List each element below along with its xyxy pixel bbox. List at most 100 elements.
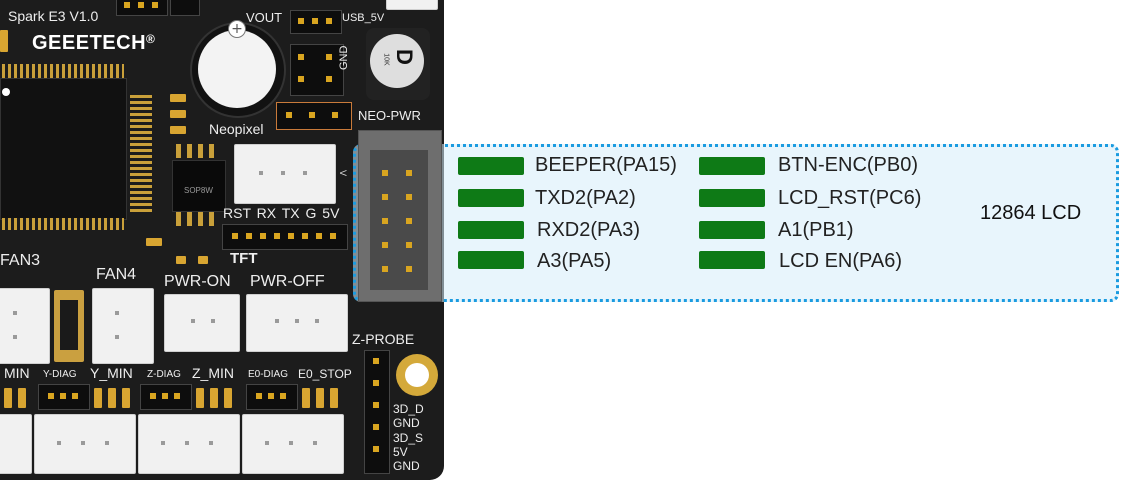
lcd-pin [406,218,412,224]
gnd-header [290,44,344,96]
connector-pin [281,171,285,175]
y-endstop-connector [34,414,136,474]
header-pin [373,402,379,408]
sop8w-pins-bottom [176,212,218,226]
smd-component [170,110,186,118]
header-pin [150,393,156,399]
lcd-pin [382,266,388,272]
lcd-pin [382,242,388,248]
header-pin [298,76,304,82]
smd-component [176,256,186,264]
capacitor-top [370,34,424,88]
lcd-pin [406,194,412,200]
header-pin [268,393,274,399]
header-pin [152,2,158,8]
smd-component [108,388,116,408]
pin-label-beeper: BEEPER(PA15) [535,154,677,176]
header-pin [246,233,252,239]
connector-pin [191,319,195,323]
header-pin [326,76,332,82]
smd-component [196,388,204,408]
top-header-mid [170,0,200,16]
buzzer-top [198,30,276,108]
connector-pin [295,319,299,323]
probe-pin-label: 5V [393,445,408,459]
fan3-label: FAN3 [0,252,41,269]
y-diag-label: Y-DIAG [43,369,77,380]
e0-diag-label: E0-DIAG [248,369,289,380]
smd-component [94,388,102,408]
header-pin [72,393,78,399]
pin-label-btn-enc: BTN-ENC(PB0) [778,154,919,176]
probe-pin-label: GND [393,416,420,430]
smd-component [18,388,26,408]
header-pin [326,18,332,24]
header-pin [124,2,130,8]
usb-5v-label: USB_5V [342,12,385,24]
connector-pin [259,171,263,175]
header-pin [373,358,379,364]
fan4-connector [92,288,154,364]
tft-header [222,224,348,250]
header-pin [298,54,304,60]
left-ic-pins-bottom [2,218,124,230]
lcd-pin [382,170,388,176]
pin-label-a3: A3(PA5) [537,250,612,272]
lcd-pin [406,266,412,272]
left-ic-pins-top [2,64,124,78]
header-pin [48,393,54,399]
pin-label-lcd-en: LCD EN(PA6) [779,250,902,272]
tft-connector [234,144,336,204]
header-pin [312,18,318,24]
sop8w-pins-top [176,144,218,158]
header-pin [162,393,168,399]
pcb-board: Spark E3 V1.0 VOUT USB_5V GEEETECH® + Ne… [0,0,444,480]
smd-component [224,388,232,408]
header-pin [274,233,280,239]
pin-indicator [458,189,524,207]
connector-pin [289,441,293,445]
connector-pin [57,441,61,445]
connector-pin [313,441,317,445]
gnd-label: GND [338,45,350,70]
header-pin [298,18,304,24]
pin-indicator [458,251,524,269]
smd-component [198,256,208,264]
pwr-off-connector [246,294,348,352]
z-min-label: Z_MIN [192,365,234,381]
header-pin [332,112,338,118]
x-endstop-connector [0,414,32,474]
header-pin [286,112,292,118]
pin-indicator [699,189,765,207]
smd-component [330,388,338,408]
connector-pin [275,319,279,323]
sop8w-label: SOP8W [184,186,213,195]
neo-pwr-label: NEO-PWR [358,108,421,123]
connector-pin [315,319,319,323]
left-ic-pins-right [130,92,152,212]
e0-endstop-connector [242,414,344,474]
pin-label-txd2: TXD2(PA2) [535,187,636,209]
board-model-label: Spark E3 V1.0 [8,8,99,24]
pin-label-a1: A1(PB1) [778,219,854,241]
connector-pin [81,441,85,445]
header-pin [316,233,322,239]
brand-logo: GEEETECH® [32,32,155,55]
smd-component [122,388,130,408]
header-pin [330,233,336,239]
capacitor-letter: D [391,49,417,65]
connector-pin [303,171,307,175]
fan4-label: FAN4 [96,266,137,283]
fuse-body [60,300,78,350]
y-min-label: Y_MIN [90,365,133,381]
capacitor-value: 10K [382,53,390,66]
smd-component [170,94,186,102]
lcd-pin [382,194,388,200]
pin-indicator [458,157,524,175]
header-pin [280,393,286,399]
buzzer-plus-icon: + [228,20,246,38]
white-dot-marker [2,88,10,96]
smd-component [210,388,218,408]
pin-indicator [699,157,765,175]
connector-pin [115,335,119,339]
